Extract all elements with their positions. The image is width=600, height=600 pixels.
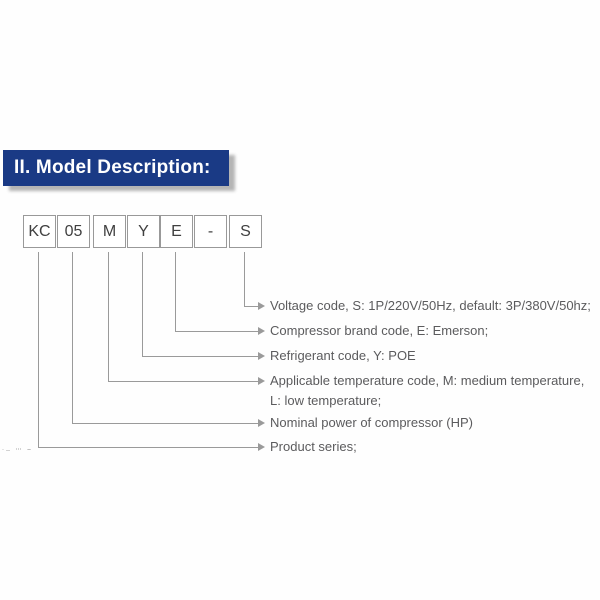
arrowhead-icon	[258, 419, 265, 427]
description-temperature-code: Applicable temperature code, M: medium t…	[270, 373, 585, 408]
section-header: II. Model Description:	[3, 150, 229, 186]
code-box-s: S	[229, 215, 262, 248]
description-nominal-power: Nominal power of compressor (HP)	[270, 415, 474, 430]
description-refrigerant-code: Refrigerant code, Y: POE	[270, 348, 416, 363]
code-box-hyphen: -	[194, 215, 227, 248]
connector-line-m	[108, 252, 259, 382]
code-box-y: Y	[127, 215, 160, 248]
arrowhead-icon	[258, 327, 265, 335]
arrowhead-icon	[258, 377, 265, 385]
connector-line-e	[175, 252, 259, 332]
arrowhead-icon	[258, 443, 265, 451]
connector-line-kc	[38, 252, 259, 448]
connector-line-s	[244, 252, 259, 307]
connector-line-05	[72, 252, 259, 424]
section-title: II. Model Description:	[14, 157, 211, 178]
description-product-series: Product series;	[270, 439, 357, 454]
code-box-kc: KC	[23, 215, 56, 248]
code-box-05: 05	[57, 215, 90, 248]
description-voltage-code: Voltage code, S: 1P/220V/50Hz, default: …	[270, 298, 591, 313]
left-edge-artifact: ·‥ ⋯ –	[2, 447, 33, 453]
code-box-e: E	[160, 215, 193, 248]
description-compressor-brand: Compressor brand code, E: Emerson;	[270, 323, 489, 338]
connector-line-y	[142, 252, 259, 357]
arrowhead-icon	[258, 302, 265, 310]
code-box-m: M	[93, 215, 126, 248]
arrowhead-icon	[258, 352, 265, 360]
